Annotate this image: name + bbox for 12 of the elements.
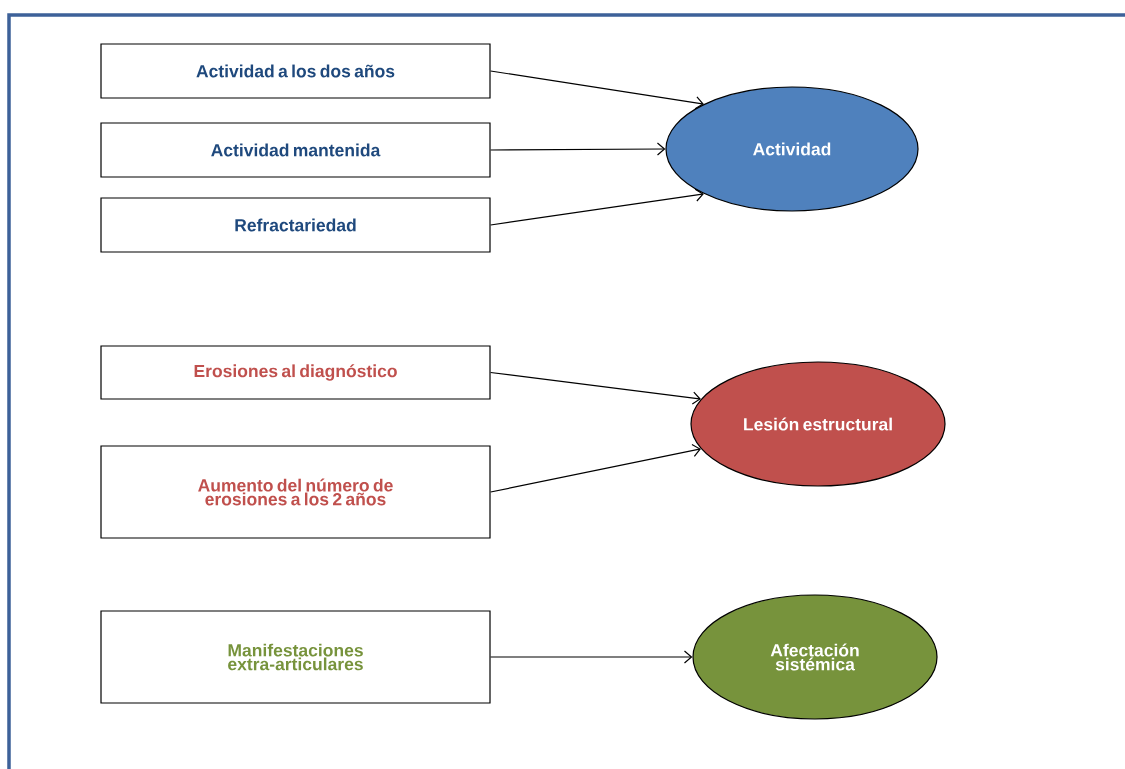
arrow <box>490 650 693 664</box>
arrow <box>490 371 701 405</box>
arrow <box>490 142 666 156</box>
text-box: Actividad a los dos años <box>100 43 491 99</box>
arrow <box>490 188 704 226</box>
text-box: Manifestaciones extra-articulares <box>100 610 491 704</box>
arrow <box>490 444 701 493</box>
text-box: Actividad mantenida <box>100 122 491 178</box>
arrow <box>490 70 704 110</box>
text-box: Refractariedad <box>100 197 491 253</box>
text-box: Erosiones al diagnóstico <box>100 345 491 400</box>
text-box: Aumento del número de erosiones a los 2 años <box>100 445 491 539</box>
